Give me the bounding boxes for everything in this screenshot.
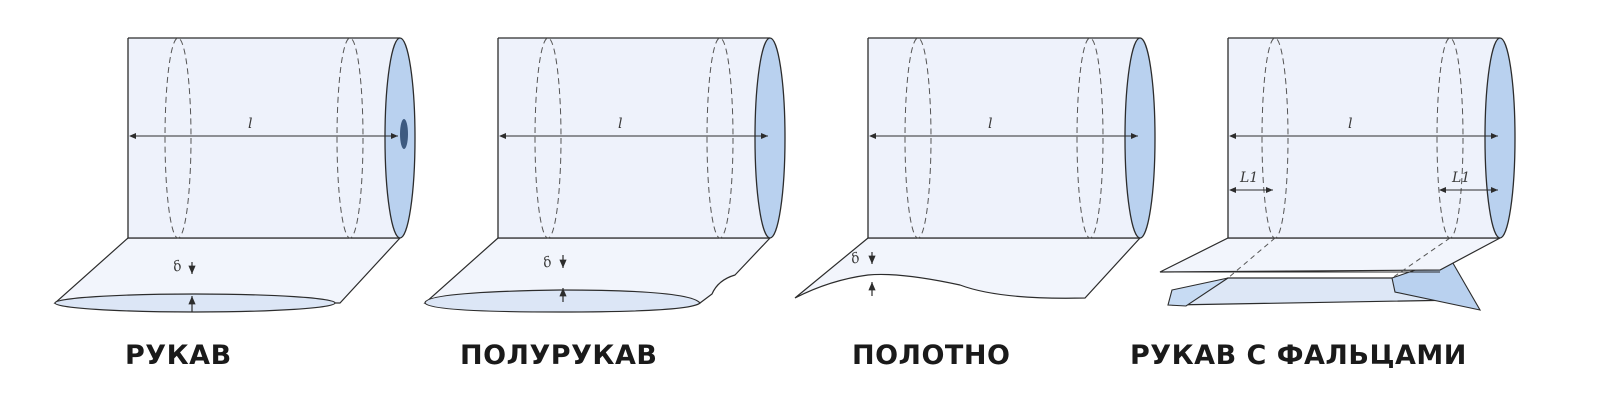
label-sheet: ПОЛОТНО xyxy=(852,340,1011,371)
gusseted-dim-length: l xyxy=(1348,116,1352,132)
figure-sleeve: l δ xyxy=(53,37,416,313)
half-sleeve-end-face xyxy=(754,37,786,239)
gusseted-dim-fold-left: L1 xyxy=(1239,170,1258,186)
figure-gusseted-sleeve: l L1 L1 xyxy=(1159,37,1516,311)
sheet-flat-tail xyxy=(794,237,1142,299)
half-sleeve-dim-length: l xyxy=(618,116,622,132)
gusseted-left-gusset xyxy=(1167,277,1229,307)
label-sleeve: РУКАВ xyxy=(125,340,232,371)
half-sleeve-flat-tail xyxy=(423,237,772,304)
sleeve-flat-tail xyxy=(53,237,402,304)
gusseted-end-face xyxy=(1484,37,1516,239)
sleeve-tail-opening xyxy=(54,293,336,313)
label-gusseted-sleeve: РУКАВ С ФАЛЬЦАМИ xyxy=(1130,340,1467,371)
sleeve-core-hole xyxy=(400,119,408,149)
label-half-sleeve: ПОЛУРУКАВ xyxy=(460,340,658,371)
sleeve-end-face xyxy=(384,37,416,239)
gusseted-dim-fold-right: L1 xyxy=(1451,170,1470,186)
figure-sheet: l δ xyxy=(794,37,1156,299)
sheet-end-face xyxy=(1124,37,1156,239)
sleeve-dim-length: l xyxy=(248,116,252,132)
figure-half-sleeve: l δ xyxy=(423,37,786,313)
sheet-dim-length: l xyxy=(988,116,992,132)
